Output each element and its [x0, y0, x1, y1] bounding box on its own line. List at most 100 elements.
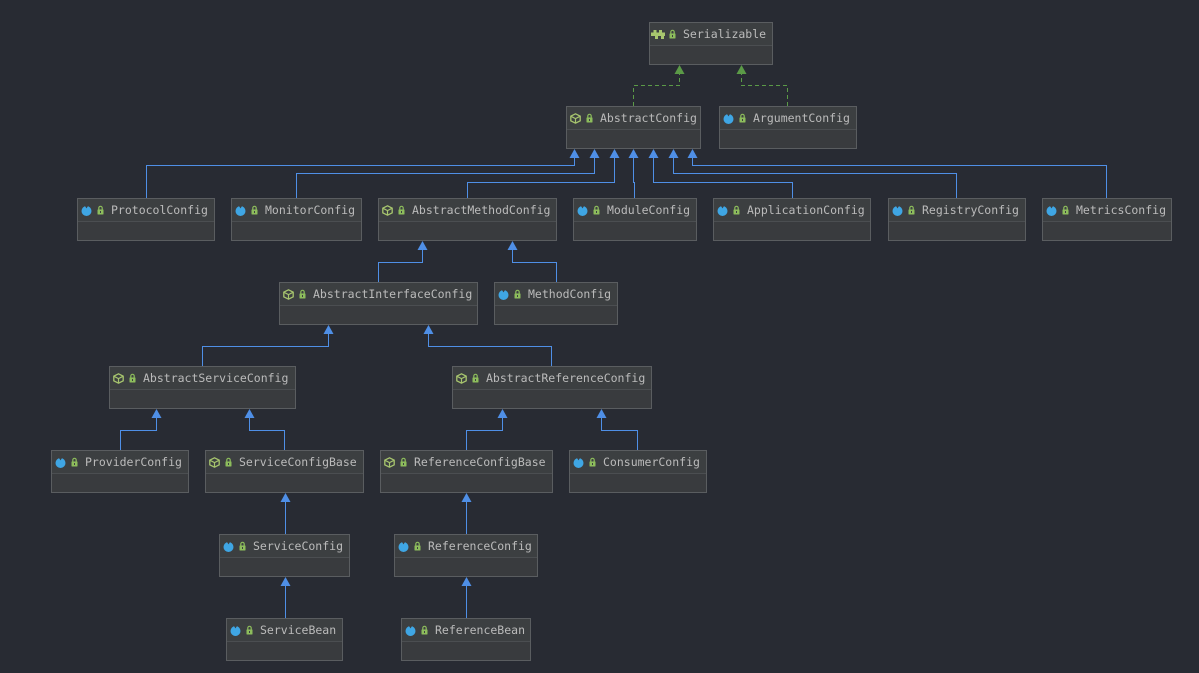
class-node-consumer-config[interactable]: ConsumerConfig: [569, 450, 707, 493]
arrowhead: [628, 149, 639, 158]
arrowhead: [497, 409, 508, 418]
node-members-section: [52, 474, 188, 492]
node-members-section: [1043, 222, 1171, 240]
lock-icon: [669, 29, 676, 39]
arrowhead: [596, 409, 607, 418]
interface-node-serializable[interactable]: Serializable: [649, 22, 773, 65]
lock-icon: [299, 289, 306, 299]
abstract-class-icon: [283, 289, 294, 300]
node-header: Serializable: [650, 23, 772, 46]
node-label: ProviderConfig: [85, 455, 182, 469]
class-node-service-config[interactable]: ServiceConfig: [219, 534, 350, 577]
node-header: ProtocolConfig: [78, 199, 214, 222]
node-label: ServiceBean: [260, 623, 337, 637]
class-icon: [1046, 205, 1057, 216]
edge-extends-consumerconfig-abstractreferenceconfig: [596, 409, 638, 450]
node-header: AbstractMethodConfig: [379, 199, 556, 222]
arrowhead: [668, 149, 679, 158]
lock-icon: [398, 205, 405, 215]
abstract-class-icon: [456, 373, 467, 384]
node-members-section: [232, 222, 361, 240]
node-header: ServiceConfigBase: [206, 451, 363, 474]
arrowhead: [736, 65, 747, 74]
node-members-section: [110, 390, 295, 408]
lock-icon: [239, 541, 246, 551]
lock-icon: [586, 113, 593, 123]
class-icon: [235, 205, 246, 216]
node-header: ServiceBean: [227, 619, 342, 642]
class-icon: [892, 205, 903, 216]
node-members-section: [206, 474, 363, 492]
class-node-protocol-config[interactable]: ProtocolConfig: [77, 198, 215, 241]
class-node-abstract-config[interactable]: AbstractConfig: [566, 106, 701, 149]
arrowhead: [687, 149, 698, 158]
edge-extends-registryconfig-abstractconfig: [668, 149, 957, 198]
node-label: AbstractConfig: [600, 111, 697, 125]
node-members-section: [78, 222, 214, 240]
class-icon: [723, 113, 734, 124]
node-header: ReferenceConfigBase: [381, 451, 552, 474]
node-members-section: [570, 474, 706, 492]
edge-extends-servicebean-serviceconfig: [280, 577, 291, 618]
class-node-registry-config[interactable]: RegistryConfig: [888, 198, 1026, 241]
lock-icon: [589, 457, 596, 467]
node-members-section: [720, 130, 856, 148]
arrowhead: [461, 577, 472, 586]
edge-implements-abstractconfig-serializable: [633, 65, 685, 106]
class-node-reference-config[interactable]: ReferenceConfig: [394, 534, 538, 577]
node-header: ReferenceBean: [402, 619, 530, 642]
node-label: MonitorConfig: [265, 203, 356, 217]
node-label: MethodConfig: [528, 287, 612, 301]
lock-icon: [514, 289, 521, 299]
arrowhead: [417, 241, 428, 250]
node-header: MonitorConfig: [232, 199, 361, 222]
node-label: ServiceConfigBase: [239, 455, 357, 469]
class-node-monitor-config[interactable]: MonitorConfig: [231, 198, 362, 241]
class-node-provider-config[interactable]: ProviderConfig: [51, 450, 189, 493]
arrowhead: [323, 325, 334, 334]
class-node-metrics-config[interactable]: MetricsConfig: [1042, 198, 1172, 241]
lock-icon: [421, 625, 428, 635]
class-node-abstract-reference-config[interactable]: AbstractReferenceConfig: [452, 366, 652, 409]
arrowhead: [507, 241, 518, 250]
class-node-reference-bean[interactable]: ReferenceBean: [401, 618, 531, 661]
arrowhead: [244, 409, 255, 418]
class-node-abstract-service-config[interactable]: AbstractServiceConfig: [109, 366, 296, 409]
arrowhead: [423, 325, 434, 334]
edge-extends-serviceconfig-serviceconfigbase: [280, 493, 291, 534]
arrowhead: [461, 493, 472, 502]
node-header: ApplicationConfig: [714, 199, 870, 222]
class-icon: [230, 625, 241, 636]
class-icon: [398, 541, 409, 552]
node-members-section: [495, 306, 617, 324]
lock-icon: [400, 457, 407, 467]
class-node-argument-config[interactable]: ArgumentConfig: [719, 106, 857, 149]
node-members-section: [227, 642, 342, 660]
class-icon: [573, 457, 584, 468]
class-node-service-bean[interactable]: ServiceBean: [226, 618, 343, 661]
node-members-section: [889, 222, 1025, 240]
edge-extends-referencebean-referenceconfig: [461, 577, 472, 618]
lock-icon: [71, 457, 78, 467]
lock-icon: [414, 541, 421, 551]
class-node-abstract-method-config[interactable]: AbstractMethodConfig: [378, 198, 557, 241]
class-node-reference-config-base[interactable]: ReferenceConfigBase: [380, 450, 553, 493]
class-node-module-config[interactable]: ModuleConfig: [573, 198, 697, 241]
edge-extends-protocolconfig-abstractconfig: [146, 149, 580, 198]
node-header: MethodConfig: [495, 283, 617, 306]
edge-extends-abstractreferenceconfig-abstractinterfaceconfig: [423, 325, 552, 366]
edge-extends-abstractmethodconfig-abstractconfig: [467, 149, 620, 198]
lock-icon: [251, 205, 258, 215]
edge-extends-abstractserviceconfig-abstractinterfaceconfig: [202, 325, 334, 366]
edge-extends-methodconfig-abstractmethodconfig: [507, 241, 557, 282]
class-node-service-config-base[interactable]: ServiceConfigBase: [205, 450, 364, 493]
arrowhead: [609, 149, 620, 158]
node-header: RegistryConfig: [889, 199, 1025, 222]
node-label: ProtocolConfig: [111, 203, 208, 217]
arrowhead: [280, 493, 291, 502]
class-node-method-config[interactable]: MethodConfig: [494, 282, 618, 325]
lock-icon: [97, 205, 104, 215]
class-node-application-config[interactable]: ApplicationConfig: [713, 198, 871, 241]
class-node-abstract-interface-config[interactable]: AbstractInterfaceConfig: [279, 282, 478, 325]
